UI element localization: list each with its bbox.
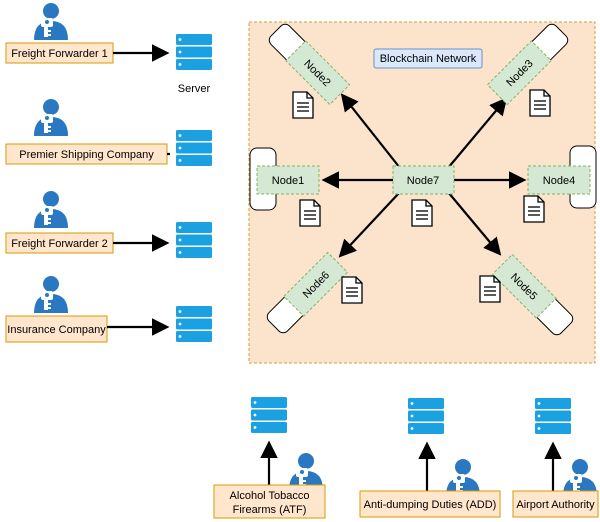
participant-insurance-company: Insurance Company (5, 276, 213, 343)
node3: Node3 (486, 23, 569, 106)
node7: Node7 (392, 165, 455, 195)
authority-atf: Alcohol Tobacco Firearms (ATF) (213, 396, 326, 519)
node1-label: Node1 (272, 175, 304, 187)
participant-label: Insurance Company (7, 324, 106, 336)
participant-label: Premier Shipping Company (19, 149, 154, 161)
arrow-to-node5 (447, 191, 502, 256)
user-icon (34, 99, 68, 136)
user-icon (34, 191, 68, 228)
participant-freight-forwarder-2: Freight Forwarder 2 (5, 191, 213, 259)
server-icon (407, 397, 445, 435)
document-icon (299, 199, 321, 227)
participant-label: Freight Forwarder 1 (11, 48, 108, 60)
authority-label: Airport Authority (516, 499, 595, 511)
document-icon (341, 276, 363, 304)
arrow-to-node3 (447, 97, 508, 169)
document-icon (411, 199, 433, 227)
server-icon (534, 397, 572, 435)
network-title-box (373, 48, 483, 69)
node4: Node4 (527, 145, 597, 209)
server-icon (175, 305, 213, 343)
participant-label: Freight Forwarder 2 (11, 238, 108, 250)
arrow-to-node6 (338, 191, 401, 258)
document-icon (529, 89, 551, 117)
server-icon (250, 396, 288, 434)
user-icon (563, 459, 597, 496)
server-label: Server (178, 83, 211, 95)
server-icon (175, 129, 213, 167)
user-icon (34, 276, 68, 313)
authority-label: Anti-dumping Duties (ADD) (364, 499, 497, 511)
authority-label-box (213, 484, 326, 519)
node1: Node1 (249, 147, 320, 211)
server-icon (175, 221, 213, 259)
authority-add: Anti-dumping Duties (ADD) (359, 397, 501, 518)
document-icon (292, 91, 314, 119)
node4-label: Node4 (543, 175, 575, 187)
network-title: Blockchain Network (380, 53, 477, 65)
participant-label-box (5, 315, 108, 343)
authority-label-box (512, 490, 599, 518)
node-arrows (321, 93, 527, 258)
user-icon (446, 459, 480, 496)
document-icon (523, 195, 545, 223)
user-icon (34, 3, 68, 40)
node7-label: Node7 (407, 175, 439, 187)
participant-freight-forwarder-1: Freight Forwarder 1 Server (5, 3, 213, 95)
arrow-to-node2 (340, 93, 401, 169)
authority-label-line1: Alcohol Tobacco (230, 490, 310, 502)
server-icon (175, 33, 213, 71)
participant-premier-shipping: Premier Shipping Company (5, 99, 213, 167)
document-icon (479, 275, 501, 303)
authority-airport: Airport Authority (512, 397, 599, 518)
authority-label-box (359, 490, 501, 518)
node2: Node2 (268, 23, 351, 106)
authority-label-line2: Firearms (ATF) (233, 504, 307, 516)
user-icon (289, 453, 323, 490)
